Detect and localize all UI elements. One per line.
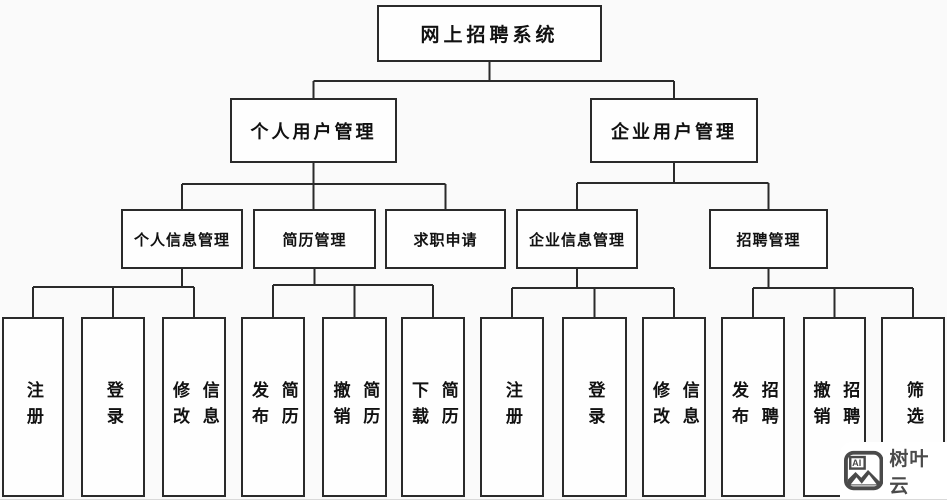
node-recruitment-mgmt-label: 招聘管理 xyxy=(736,231,801,249)
node-login-enterprise-label: 登录 xyxy=(585,381,605,433)
node-revoke-resume-label: 撤销 简历 xyxy=(330,381,380,433)
node-enterprise-info-mgmt-label: 企业信息管理 xyxy=(528,231,625,249)
node-recruitment-mgmt: 招聘管理 xyxy=(709,209,828,269)
node-revoke-resume: 撤销 简历 xyxy=(322,317,387,497)
node-job-application: 求职申请 xyxy=(385,209,506,269)
node-download-resume-label: 下载 简历 xyxy=(409,381,458,433)
node-personal-info-mgmt-label: 个人信息管理 xyxy=(133,231,230,249)
node-publish-resume: 发布 简历 xyxy=(241,317,305,497)
node-root-system: 网上招聘系统 xyxy=(377,5,602,62)
node-register-enterprise: 注册 xyxy=(480,317,544,497)
node-personal-info-mgmt: 个人信息管理 xyxy=(121,209,243,269)
node-personal-user-mgmt-label: 个人用户管理 xyxy=(250,121,377,142)
node-enterprise-info-mgmt: 企业信息管理 xyxy=(516,209,638,269)
node-filter-label: 筛选 xyxy=(903,381,923,433)
node-register-personal-label: 注册 xyxy=(23,381,43,433)
watermark-brand-text: 树叶云 xyxy=(889,448,930,497)
node-modify-info-personal-label: 修改 信息 xyxy=(170,381,219,433)
node-download-resume: 下载 简历 xyxy=(401,317,465,497)
node-login-enterprise: 登录 xyxy=(562,317,627,497)
watermark: AI 树叶云 xyxy=(840,442,947,499)
node-modify-info-enterprise-label: 修改 信息 xyxy=(650,381,699,433)
node-job-application-label: 求职申请 xyxy=(413,231,478,249)
watermark-photo-icon: AI xyxy=(844,450,884,491)
node-personal-user-mgmt: 个人用户管理 xyxy=(230,98,397,163)
node-register-personal: 注册 xyxy=(2,317,64,497)
node-login-personal: 登录 xyxy=(81,317,145,497)
node-login-personal-label: 登录 xyxy=(103,381,123,433)
node-publish-recruitment-label: 发布 招聘 xyxy=(729,381,778,433)
node-root-system-label: 网上招聘系统 xyxy=(420,25,559,46)
node-publish-resume-label: 发布 简历 xyxy=(249,381,298,433)
node-publish-recruitment: 发布 招聘 xyxy=(721,317,785,497)
node-enterprise-user-mgmt-label: 企业用户管理 xyxy=(611,121,737,142)
node-modify-info-personal: 修改 信息 xyxy=(162,317,226,497)
node-modify-info-enterprise: 修改 信息 xyxy=(642,317,706,497)
node-resume-mgmt: 简历管理 xyxy=(253,209,376,269)
watermark-ai-text: AI xyxy=(852,458,861,468)
node-register-enterprise-label: 注册 xyxy=(502,381,522,433)
node-revoke-recruitment-label: 撤销 招聘 xyxy=(810,381,860,433)
node-resume-mgmt-label: 简历管理 xyxy=(282,231,347,249)
node-enterprise-user-mgmt: 企业用户管理 xyxy=(590,98,758,163)
